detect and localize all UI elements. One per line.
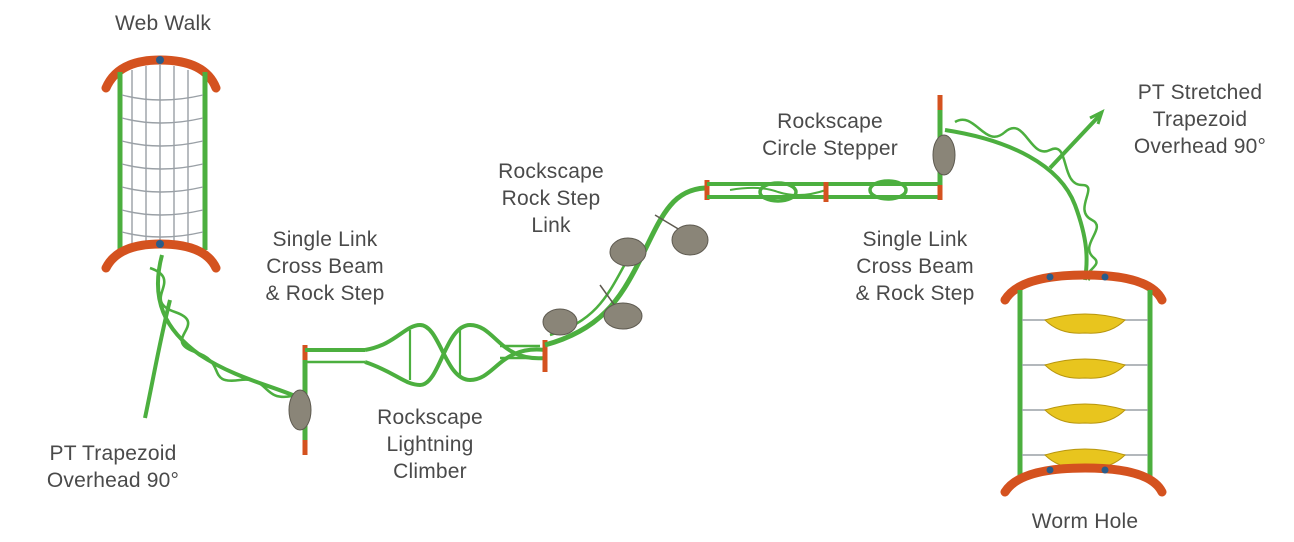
label-worm-hole: Worm Hole [1015,508,1155,535]
web-walk-tower [101,55,221,273]
label-line: & Rock Step [265,282,385,305]
label-line: Rockscape [777,110,883,133]
pt-stretched-trapezoid-overhead-spiral [944,109,1105,281]
label-line: & Rock Step [855,282,975,305]
label-line: Overhead 90° [46,469,180,492]
label-single-link-right: Single Link Cross Beam & Rock Step [830,226,1000,307]
label-line: Cross Beam [266,255,384,278]
single-link-cross-beam-left [288,345,312,455]
label-line: Single Link [862,228,968,251]
label-line: Rockscape [498,160,604,183]
label-line: Web Walk [114,12,212,35]
label-line: Trapezoid [1152,108,1248,131]
single-link-cross-beam-right [932,95,956,200]
label-line: Climber [393,460,467,483]
rockscape-rock-step-link [542,185,709,372]
label-line: Rock Step [501,187,601,210]
label-line: Circle Stepper [762,137,898,160]
web-net [121,64,204,245]
label-lightning-climber: Rockscape Lightning Climber [355,404,505,485]
label-line: PT Trapezoid [49,442,177,465]
label-pt-trapezoid-overhead: PT Trapezoid Overhead 90° [18,440,208,494]
rockscape-lightning-climber [305,322,546,388]
label-circle-stepper: Rockscape Circle Stepper [730,108,930,162]
label-line: Lightning [386,433,474,456]
label-single-link-left: Single Link Cross Beam & Rock Step [240,226,410,307]
label-rock-step-link: Rockscape Rock Step Link [476,158,626,239]
rockscape-circle-stepper [704,179,940,203]
label-line: Single Link [272,228,378,251]
label-web-walk: Web Walk [98,10,228,37]
label-line: Link [531,214,571,237]
label-pt-stretched-trapezoid: PT Stretched Trapezoid Overhead 90° [1105,79,1294,160]
worm-hole-tower [1000,270,1167,497]
pt-trapezoid-overhead-spiral [143,254,301,419]
label-line: Cross Beam [856,255,974,278]
label-line: Rockscape [377,406,483,429]
label-line: Worm Hole [1031,510,1139,533]
label-line: PT Stretched [1137,81,1263,104]
label-line: Overhead 90° [1133,135,1267,158]
